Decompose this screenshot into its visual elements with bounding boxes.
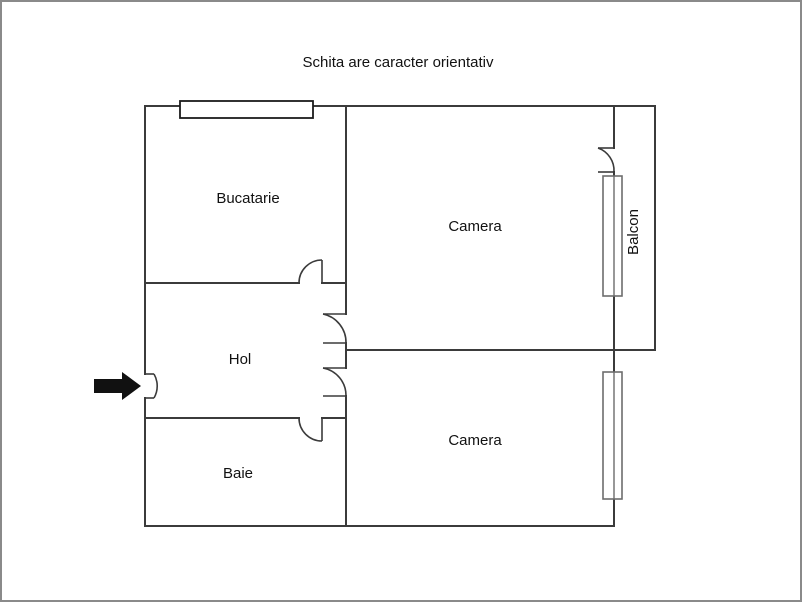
entrance-door-swing-arc [153,373,158,399]
exterior-walls [144,105,656,527]
kitchen-window [179,100,314,119]
entrance-arrow [94,372,141,400]
bedroom-bottom-door-swing-arc [322,367,347,397]
kitchen-window-frame [179,100,314,119]
bedroom-bottom-window-frame [602,371,623,500]
entrance-arrow-icon [94,372,141,400]
balcony-window [602,175,623,297]
room-label-camera-top: Camera [448,218,502,235]
room-label-bucatarie: Bucatarie [216,190,279,207]
kitchen-door[interactable] [298,259,323,284]
balcony-door[interactable] [597,147,615,173]
bedroom-top-door-swing-arc [322,313,347,344]
room-label-balcon: Balcon [625,209,642,255]
kitchen-door-swing-arc [298,259,323,284]
bathroom-door[interactable] [298,417,323,442]
bathroom-door-swing-arc [298,417,323,442]
balcony-window-frame [602,175,623,297]
entrance-door[interactable] [145,373,158,399]
balcony-door-swing-arc [597,147,615,173]
bedroom-bottom-door[interactable] [322,367,347,397]
bedroom-top-door[interactable] [322,313,347,344]
bedroom-bottom-window [602,371,623,500]
room-label-hol: Hol [229,351,252,368]
interior-walls [144,105,656,527]
room-label-camera-bottom: Camera [448,432,502,449]
room-label-baie: Baie [223,465,253,482]
page-title: Schita are caracter orientativ [303,54,494,71]
